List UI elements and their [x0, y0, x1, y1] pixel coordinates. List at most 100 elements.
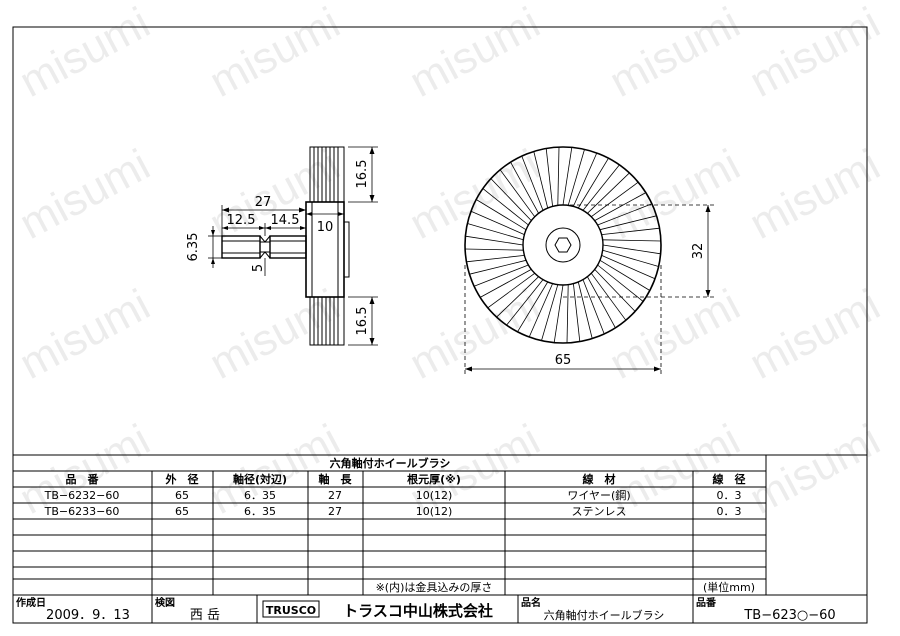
- bristle-line: [553, 284, 564, 343]
- dim-shaft-len2: 14.5: [271, 213, 300, 228]
- dim-neck-dia: 5: [251, 264, 266, 272]
- bristle-line: [470, 210, 525, 235]
- bristle-line: [475, 199, 527, 231]
- bristle-line: [557, 147, 560, 206]
- bristle-block-bottom: [309, 296, 345, 346]
- checked-label: 検図: [155, 596, 175, 609]
- header-outer-dia: 外 径: [165, 472, 199, 486]
- watermark: misumi: [12, 140, 158, 249]
- unit-label: (単位mm): [703, 580, 755, 594]
- bristle-lines: [465, 147, 661, 343]
- bristle-line: [573, 283, 581, 342]
- created-value: 2009．9．13: [46, 608, 130, 623]
- bristle-line: [487, 272, 535, 309]
- bristle-line: [597, 203, 653, 226]
- spec-table: [12, 454, 868, 596]
- bristle-line: [597, 264, 644, 302]
- bristle-line: [465, 248, 524, 251]
- watermark: misumi: [12, 280, 158, 389]
- watermark: misumi: [742, 415, 888, 524]
- bristle-line: [582, 279, 605, 335]
- hex-shaft-left: [221, 235, 261, 259]
- watermark: misumi: [12, 0, 158, 107]
- header-shaft-dia: 軸径(対辺): [233, 472, 287, 486]
- watermark: misumi: [742, 280, 888, 389]
- bristle-line: [599, 215, 657, 231]
- bristle-line: [517, 281, 549, 333]
- bristle-line: [587, 276, 616, 328]
- bristle-line: [594, 269, 636, 312]
- bristle-line: [602, 239, 661, 242]
- bristle-line: [545, 148, 553, 207]
- cell-shaft-len: 27: [328, 505, 342, 518]
- created-label: 作成日: [16, 596, 46, 609]
- bristle-line: [562, 147, 573, 206]
- cell-wire-material: ワイヤー(鋼): [567, 488, 630, 502]
- wheel-hub: [522, 204, 604, 286]
- cell-part-number: TB−6233−60: [44, 505, 120, 518]
- bristle-line: [496, 276, 539, 318]
- product-name-label: 品名: [521, 596, 541, 609]
- dim-hub-dia: 32: [691, 243, 706, 260]
- bristle-line: [541, 284, 559, 341]
- bristle-line: [482, 188, 529, 226]
- watermark-layer: misumi misumi misumi misumi misumi misum…: [12, 0, 888, 524]
- dim-shaft-total: 27: [255, 195, 272, 210]
- table-header-row: 品 番 外 径 軸径(対辺) 軸 長 根元厚(※) 線 材 線 径: [66, 472, 746, 486]
- table-row: TB−6233−60 65 6．35 27 10(12) ステンレス 0．3: [44, 505, 742, 518]
- bristle-line: [594, 192, 646, 221]
- bristle-line: [506, 279, 544, 326]
- hub-flange: [343, 221, 350, 278]
- header-wire-dia: 線 径: [713, 472, 746, 486]
- bristle-line: [602, 244, 661, 255]
- brand-box: [262, 600, 320, 618]
- dim-hub-width: 10: [317, 220, 334, 235]
- table-title: 六角軸付ホイールブラシ: [330, 456, 451, 470]
- bristle-line: [577, 281, 593, 339]
- header-part-number: 品 番: [66, 472, 100, 486]
- hex-shaft-right: [269, 235, 307, 259]
- cell-outer-dia: 65: [175, 505, 189, 518]
- bristle-line: [521, 155, 544, 211]
- cell-wire-dia: 0．3: [717, 505, 742, 518]
- bristle-line: [467, 223, 524, 241]
- dim-outer-dia: 65: [555, 353, 572, 368]
- product-number-label: 品番: [696, 596, 717, 609]
- bristle-line: [602, 249, 659, 267]
- brand-logo: TRUSCO: [266, 604, 316, 617]
- checked-value: 西 岳: [190, 608, 220, 623]
- cell-wire-dia: 0．3: [717, 489, 742, 502]
- bristle-line: [599, 259, 651, 291]
- bristle-line: [567, 149, 585, 206]
- bristle-line: [577, 157, 609, 209]
- watermark: misumi: [202, 0, 348, 107]
- bristle-line: [528, 283, 553, 338]
- cell-shaft-dia: 6．35: [244, 489, 276, 502]
- header-shaft-len: 軸 長: [319, 472, 353, 486]
- bristle-line: [473, 264, 529, 287]
- bristle-line: [582, 164, 620, 211]
- company-name: トラスコ中山株式会社: [343, 602, 493, 620]
- watermark: misumi: [402, 0, 548, 107]
- bristle-line: [591, 181, 639, 218]
- bristle-line: [510, 162, 539, 214]
- bristle-line: [490, 178, 532, 221]
- bristle-line: [465, 235, 524, 246]
- dim-bristle-top: 16.5: [355, 160, 370, 189]
- cell-shaft-dia: 6．35: [244, 505, 276, 518]
- watermark: misumi: [742, 0, 888, 107]
- dim-shaft-len1: 12.5: [227, 213, 256, 228]
- bristle-line: [533, 151, 549, 209]
- title-block: [12, 594, 868, 624]
- header-base-thickness: 根元厚(※): [407, 472, 461, 486]
- product-number-value: TB−623○−60: [743, 608, 835, 623]
- bristle-line: [469, 259, 527, 275]
- bristle-line: [601, 255, 656, 280]
- watermark: misumi: [402, 280, 548, 389]
- front-view: [464, 146, 662, 344]
- bristle-line: [601, 227, 660, 235]
- bristle-line: [566, 284, 569, 343]
- cell-wire-material: ステンレス: [572, 505, 627, 518]
- side-view-arrows: [211, 147, 375, 345]
